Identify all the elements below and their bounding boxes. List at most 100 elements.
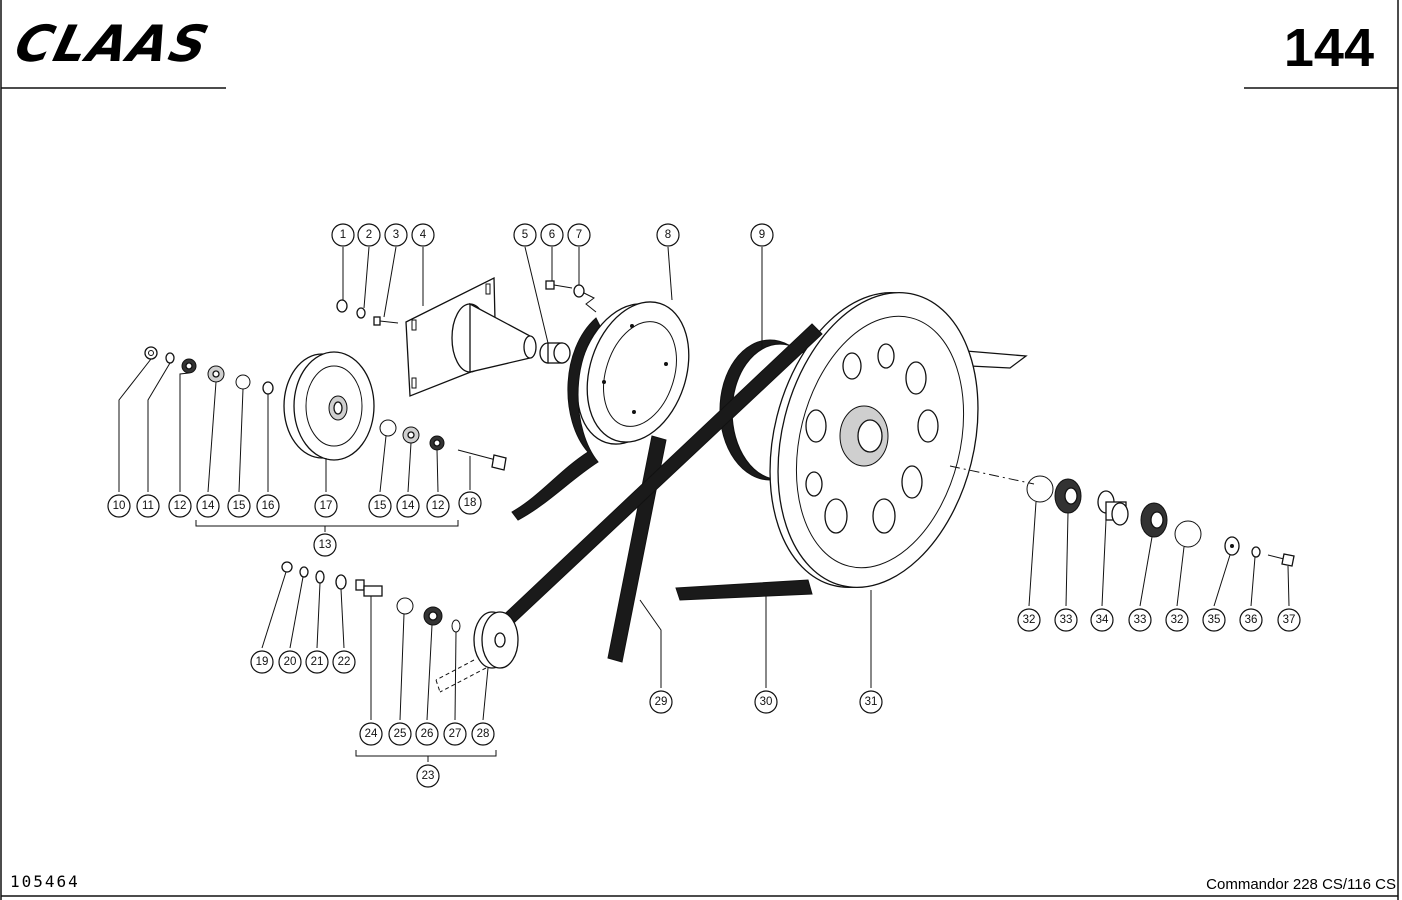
callout-20[interactable]: 20: [278, 650, 302, 674]
svg-text:14: 14: [402, 500, 415, 512]
svg-text:18: 18: [464, 497, 477, 509]
callout-8[interactable]: 8: [656, 223, 680, 247]
svg-text:28: 28: [477, 728, 490, 740]
bearing-33: [1054, 478, 1082, 514]
callout-35[interactable]: 35: [1202, 608, 1226, 632]
bolt-37: [1267, 553, 1295, 567]
callout-29[interactable]: 29: [649, 690, 673, 714]
washer-21: [315, 570, 325, 584]
idler-pulley-28: [473, 611, 519, 669]
callout-13[interactable]: 13: [313, 533, 337, 557]
circlip-32b: [1174, 520, 1202, 548]
callouts: 1 2 3 4 5 6 7 8 9 10 11 12 14 15 16 17 1…: [107, 223, 1301, 788]
callout-30[interactable]: 30: [754, 690, 778, 714]
circlip-15b: [379, 419, 397, 437]
circlip-15: [235, 374, 251, 390]
svg-text:7: 7: [576, 229, 582, 241]
callout-10[interactable]: 10: [107, 494, 131, 518]
svg-text:8: 8: [665, 229, 671, 241]
svg-text:17: 17: [320, 500, 333, 512]
callout-15b[interactable]: 15: [368, 494, 392, 518]
svg-text:2: 2: [366, 229, 372, 241]
bushing-5: [539, 342, 571, 364]
callout-18[interactable]: 18: [458, 491, 482, 515]
callout-32b[interactable]: 32: [1165, 608, 1189, 632]
svg-text:3: 3: [393, 229, 399, 241]
callout-32[interactable]: 32: [1017, 608, 1041, 632]
washer-36: [1251, 546, 1261, 558]
bolt-18: [457, 449, 507, 471]
main-pulley-31: [769, 291, 979, 589]
svg-text:33: 33: [1134, 614, 1147, 626]
svg-text:29: 29: [655, 696, 668, 708]
callout-6[interactable]: 6: [540, 223, 564, 247]
circlip-25: [396, 597, 414, 615]
callout-36[interactable]: 36: [1239, 608, 1263, 632]
callout-17[interactable]: 17: [314, 494, 338, 518]
spacer-16: [262, 381, 274, 395]
callout-22[interactable]: 22: [332, 650, 356, 674]
callout-12[interactable]: 12: [168, 494, 192, 518]
callout-25[interactable]: 25: [388, 722, 412, 746]
circlip-32: [1026, 475, 1054, 503]
svg-text:23: 23: [422, 770, 435, 782]
svg-text:37: 37: [1283, 614, 1296, 626]
washer-20: [299, 566, 309, 578]
callout-28[interactable]: 28: [471, 722, 495, 746]
callout-1[interactable]: 1: [331, 223, 355, 247]
washer-22: [335, 574, 347, 590]
svg-text:21: 21: [311, 656, 324, 668]
bolt-3: [373, 316, 399, 326]
belt-loop: [511, 317, 601, 521]
svg-text:9: 9: [759, 229, 765, 241]
callout-16[interactable]: 16: [256, 494, 280, 518]
callout-33[interactable]: 33: [1054, 608, 1078, 632]
mounting-plate: [405, 276, 537, 397]
svg-text:6: 6: [549, 229, 555, 241]
svg-text:25: 25: [394, 728, 407, 740]
washer-11: [165, 352, 175, 364]
svg-text:5: 5: [522, 229, 528, 241]
svg-text:36: 36: [1245, 614, 1258, 626]
model-name: Commandor 228 CS/116 CS: [1206, 876, 1396, 893]
svg-text:11: 11: [142, 500, 154, 512]
callout-23[interactable]: 23: [416, 764, 440, 788]
callout-14[interactable]: 14: [196, 494, 220, 518]
callout-24[interactable]: 24: [359, 722, 383, 746]
callout-33b[interactable]: 33: [1128, 608, 1152, 632]
callout-14b[interactable]: 14: [396, 494, 420, 518]
svg-text:12: 12: [432, 500, 445, 512]
callout-12b[interactable]: 12: [426, 494, 450, 518]
svg-text:24: 24: [365, 728, 378, 740]
callout-26[interactable]: 26: [415, 722, 439, 746]
svg-text:15: 15: [374, 500, 387, 512]
shaft-24: [355, 579, 383, 597]
svg-text:34: 34: [1096, 614, 1109, 626]
callout-15[interactable]: 15: [227, 494, 251, 518]
pulley-8: [576, 301, 690, 445]
callout-19[interactable]: 19: [250, 650, 274, 674]
callout-9[interactable]: 9: [750, 223, 774, 247]
callout-31[interactable]: 31: [859, 690, 883, 714]
svg-text:35: 35: [1208, 614, 1221, 626]
nut-19: [281, 561, 293, 573]
callout-4[interactable]: 4: [411, 223, 435, 247]
callout-21[interactable]: 21: [305, 650, 329, 674]
washer-7: [573, 284, 585, 298]
callout-5[interactable]: 5: [513, 223, 537, 247]
callout-2[interactable]: 2: [357, 223, 381, 247]
bearing-12: [181, 358, 197, 374]
belt-30-lower: [675, 579, 813, 601]
svg-text:20: 20: [284, 656, 297, 668]
callout-7[interactable]: 7: [567, 223, 591, 247]
callout-37[interactable]: 37: [1277, 608, 1301, 632]
idler-arm: [435, 659, 487, 693]
callout-11[interactable]: 11: [136, 494, 160, 518]
callout-3[interactable]: 3: [384, 223, 408, 247]
nut-10: [144, 346, 158, 360]
callout-34[interactable]: 34: [1090, 608, 1114, 632]
callout-27[interactable]: 27: [443, 722, 467, 746]
svg-text:1: 1: [340, 229, 346, 241]
bearing-26: [423, 606, 443, 626]
